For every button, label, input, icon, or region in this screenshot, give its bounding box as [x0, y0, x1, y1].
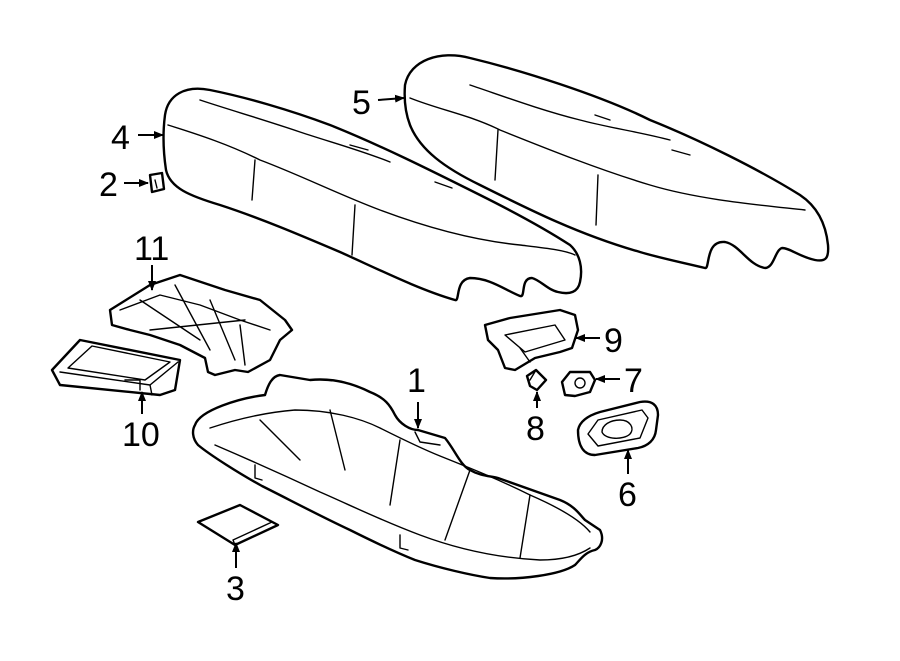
part-4-seat-cushion[interactable] [162, 87, 583, 302]
callout-8[interactable]: 8 [526, 410, 545, 448]
callout-11[interactable]: 11 [134, 230, 169, 268]
callout-3[interactable]: 3 [226, 570, 245, 608]
callout-1[interactable]: 1 [407, 362, 426, 400]
callout-labels: 1 2 3 4 5 6 7 8 9 10 11 [99, 84, 643, 608]
leader-5 [377, 94, 405, 103]
callout-7[interactable]: 7 [624, 362, 643, 400]
callout-2[interactable]: 2 [99, 166, 118, 204]
callout-4[interactable]: 4 [111, 119, 130, 157]
part-6-bezel[interactable] [576, 400, 660, 457]
part-5-seat-back[interactable] [403, 54, 830, 270]
part-1-seat-pan[interactable] [191, 373, 604, 580]
part-8-pin[interactable] [525, 368, 548, 392]
part-11-frame-bracket[interactable] [108, 273, 294, 377]
callout-9[interactable]: 9 [604, 322, 623, 360]
part-2-clip[interactable] [148, 171, 166, 194]
part-10-module[interactable] [50, 338, 182, 397]
callout-10[interactable]: 10 [122, 416, 160, 454]
leader-lines [124, 94, 632, 568]
part-7-latch[interactable] [560, 370, 597, 398]
callout-6[interactable]: 6 [618, 476, 637, 514]
part-9-guide[interactable] [483, 308, 580, 372]
part-3-pad[interactable] [196, 503, 280, 547]
callout-5[interactable]: 5 [352, 84, 371, 122]
